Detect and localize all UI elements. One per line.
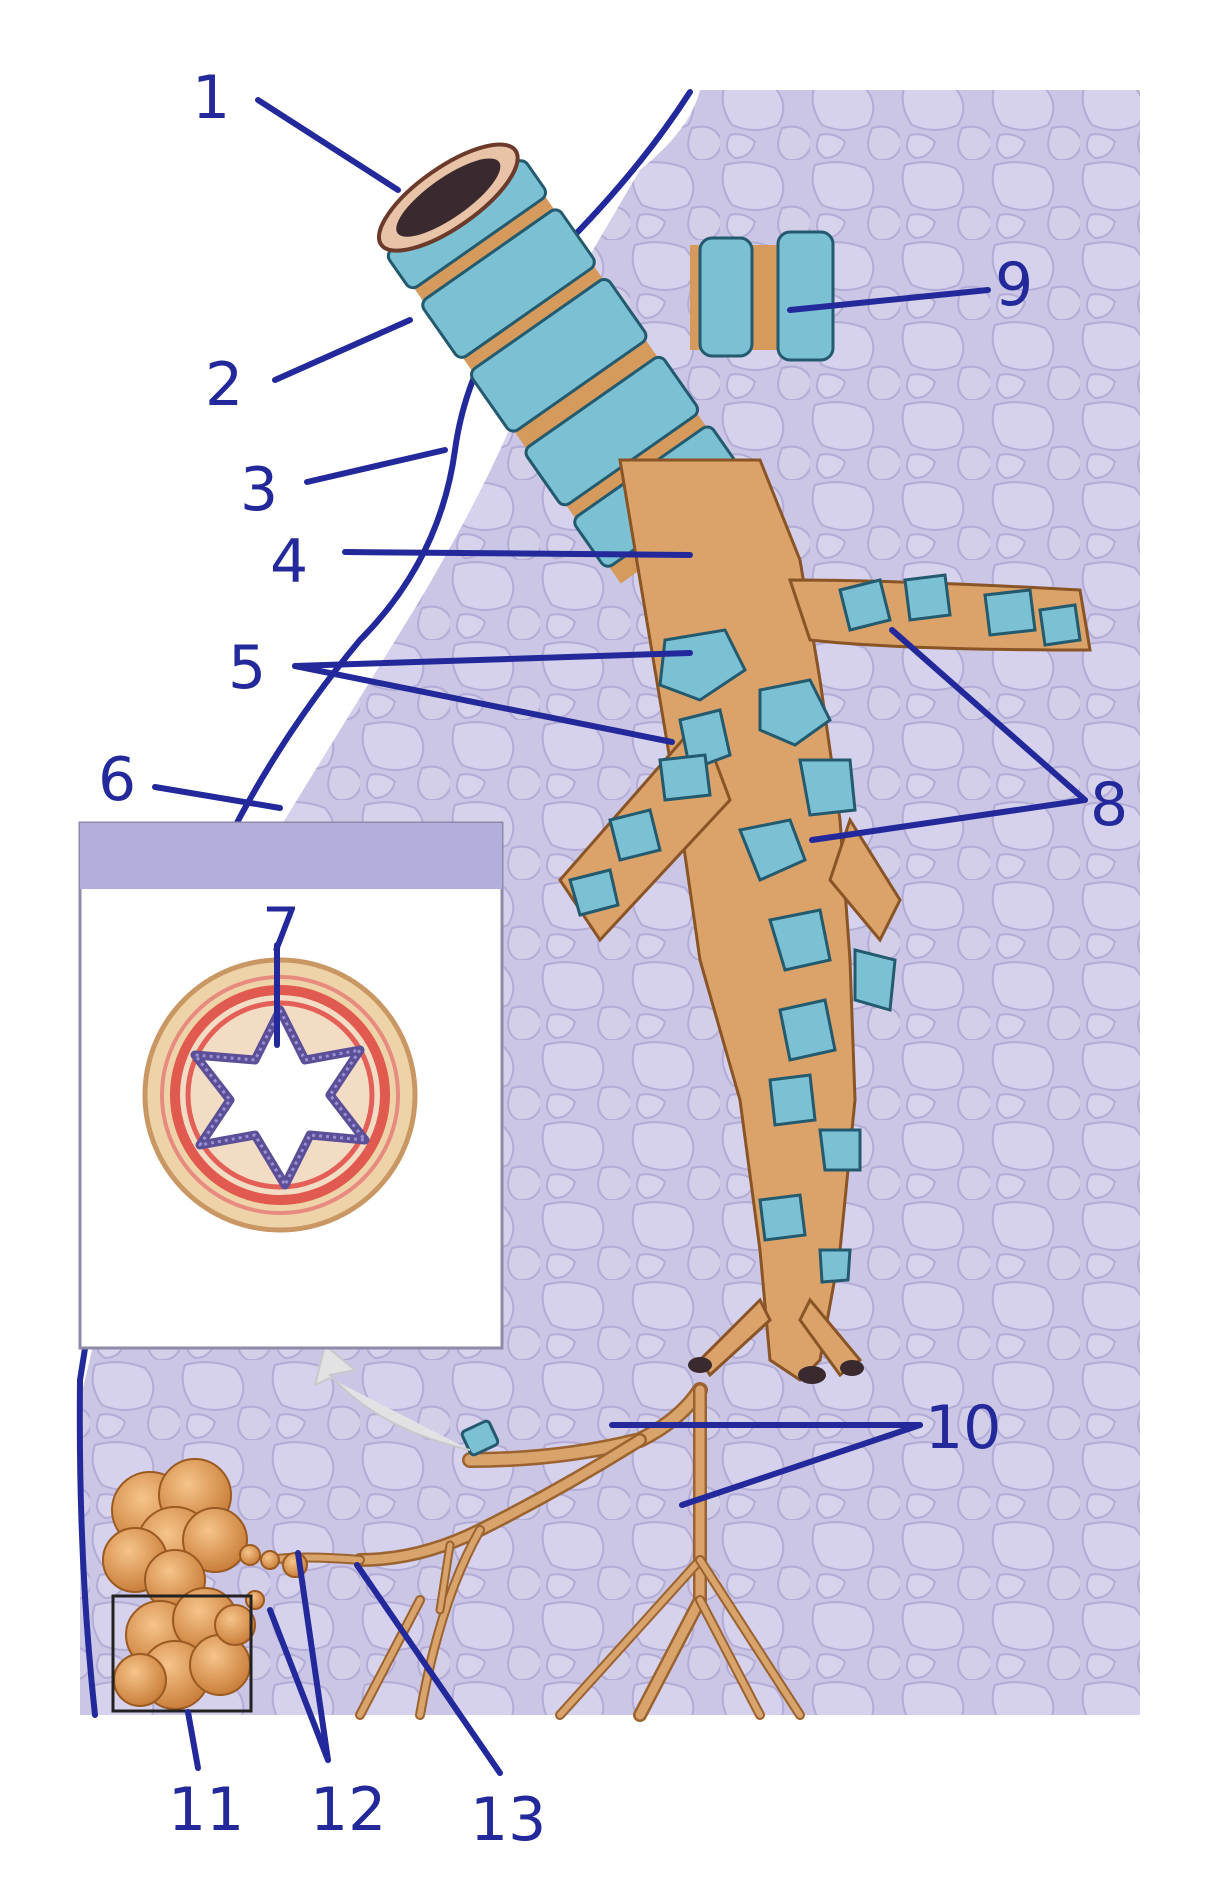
leader-8b bbox=[809, 797, 1088, 843]
leader-12a bbox=[267, 1607, 331, 1763]
leader-9 bbox=[787, 287, 991, 313]
alveolar-sacs bbox=[102, 1458, 308, 1713]
leader-1 bbox=[255, 97, 401, 193]
pleura-line-upper bbox=[557, 89, 693, 253]
label-9: 9 bbox=[995, 250, 1033, 320]
leader-5b bbox=[292, 663, 675, 745]
label-8: 8 bbox=[1090, 770, 1128, 840]
tracheal-lumen bbox=[396, 158, 501, 237]
label-3: 3 bbox=[240, 455, 278, 525]
leader-3 bbox=[304, 447, 448, 485]
leader-8a bbox=[889, 627, 1088, 803]
section-marker bbox=[460, 1419, 500, 1457]
label-2: 2 bbox=[205, 350, 243, 420]
inset-header bbox=[80, 823, 502, 889]
alveolar-sac-lower bbox=[113, 1587, 256, 1710]
leader-lines bbox=[152, 97, 1088, 1776]
label-4: 4 bbox=[270, 527, 308, 597]
bronchus-main bbox=[558, 458, 1092, 1384]
label-5: 5 bbox=[228, 633, 266, 703]
leader-10b bbox=[679, 1422, 923, 1508]
leader-13 bbox=[354, 1562, 503, 1776]
labels: 1 2 3 4 5 6 7 8 9 10 11 12 13 bbox=[98, 63, 1128, 1855]
label-6: 6 bbox=[98, 745, 136, 815]
label-12: 12 bbox=[310, 1775, 386, 1845]
label-11: 11 bbox=[168, 1775, 244, 1845]
label-1: 1 bbox=[192, 63, 230, 133]
leader-12b bbox=[295, 1550, 331, 1763]
leader-6 bbox=[152, 784, 283, 811]
secondary-bronchus-right bbox=[690, 230, 835, 362]
leader-11 bbox=[185, 1709, 201, 1771]
label-10: 10 bbox=[925, 1393, 1001, 1463]
epithelium-lumen bbox=[190, 1005, 370, 1190]
alveolar-duct-bead bbox=[239, 1544, 261, 1566]
leader-2 bbox=[272, 317, 413, 383]
leader-5a bbox=[292, 650, 693, 669]
bronchioles bbox=[265, 1382, 805, 1722]
leader-4 bbox=[342, 549, 693, 558]
label-7: 7 bbox=[262, 895, 300, 965]
arrow-up-left-icon bbox=[313, 1343, 471, 1451]
label-13: 13 bbox=[470, 1785, 546, 1855]
inset-panel bbox=[78, 821, 504, 1350]
bronchiole-cross-section bbox=[142, 957, 418, 1233]
alveolar-sac-box bbox=[111, 1594, 253, 1713]
alveolar-sac-upper bbox=[102, 1458, 248, 1611]
